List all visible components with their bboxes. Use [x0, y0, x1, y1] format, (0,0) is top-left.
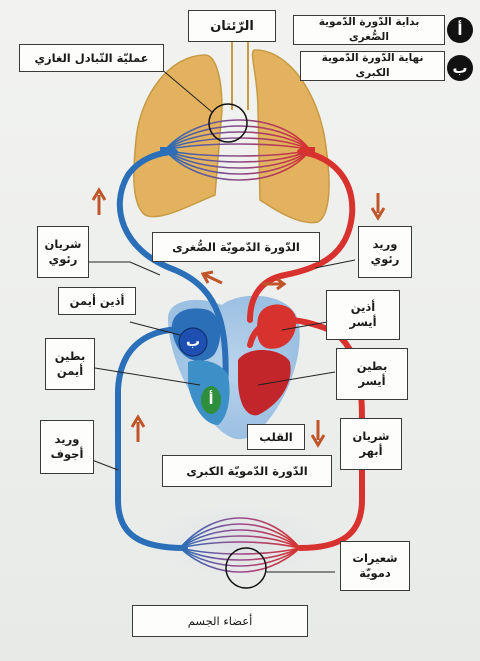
chamber-letter-b: ب — [185, 334, 201, 350]
arrow-heart-right — [262, 277, 287, 291]
label-pulmonary-circulation: الدّورة الدّمويّة الصُّغرى — [152, 232, 320, 262]
label-left-atrium: أذين أيسر — [326, 290, 400, 340]
label-gas-exchange: عمليّة التّبادل الغازي — [19, 44, 164, 72]
label-right-atrium: أذين أيمن — [58, 287, 136, 315]
arrow-down-right-top — [370, 193, 386, 221]
label-capillaries: شعيرات دمويّة — [340, 541, 410, 591]
label-heart: القلب — [247, 424, 305, 450]
label-body-organs: أعضاء الجسم — [132, 605, 308, 637]
pulmonary-vein-vessel — [247, 149, 356, 323]
label-aorta: شريان أبهر — [340, 418, 402, 470]
vena-cava-vessel — [115, 326, 198, 551]
left-ventricle — [238, 350, 291, 416]
label-pulmonary-vein: وريد رئوي — [358, 226, 412, 278]
capillary-circle — [225, 547, 267, 589]
arrow-down-right-bottom — [310, 420, 326, 448]
label-pulmonary-artery: شريان رئوي — [37, 226, 89, 278]
arrow-heart-left — [200, 270, 223, 285]
label-lungs: الرّئتان — [188, 10, 276, 42]
body-capillary-bundle — [179, 517, 301, 573]
chamber-letter-a: أ — [208, 392, 214, 408]
legend-item-b-text: نهاية الدّورة الدّموية الكبرى — [300, 51, 445, 81]
lung-capillary-bundle — [164, 119, 311, 181]
left-atrium — [256, 304, 297, 349]
chamber-a-ellipse — [201, 386, 221, 414]
arrow-up-left-top — [91, 187, 107, 215]
legend-item-a-text: بداية الدّورة الدّموية الصُّغرى — [293, 15, 445, 45]
label-systemic-circulation: الدّورة الدّمويّة الكبرى — [162, 455, 332, 487]
chamber-b-circle — [178, 327, 208, 357]
left-lung — [133, 54, 223, 218]
body-zone — [145, 500, 335, 580]
gas-exchange-circle — [208, 103, 248, 143]
legend-badge-a: أ — [447, 17, 473, 43]
arrow-up-left-bottom — [130, 414, 146, 442]
label-right-ventricle: بطين أيمن — [45, 338, 95, 390]
label-left-ventricle: بطين أيسر — [336, 348, 408, 400]
pulmonary-artery-vessel — [116, 149, 229, 398]
label-vena-cava: وريد أجوف — [40, 420, 94, 474]
legend-badge-b: ب — [447, 55, 473, 81]
